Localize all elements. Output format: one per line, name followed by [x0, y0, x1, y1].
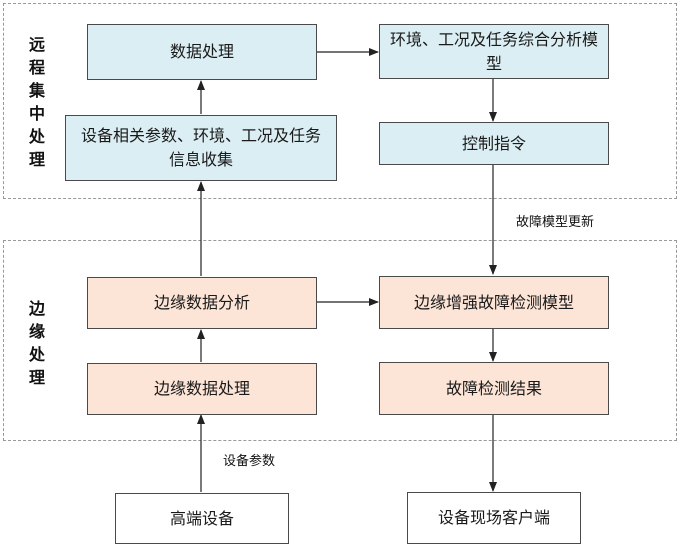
data-processing-box: 数据处理 — [87, 24, 317, 80]
high-end-device-box: 高端设备 — [115, 493, 289, 544]
edge-data-processing-box: 边缘数据处理 — [87, 363, 317, 415]
model-update-label: 故障模型更新 — [516, 215, 595, 230]
edge-processing-region — [3, 240, 677, 441]
control-command-box: 控制指令 — [379, 122, 609, 165]
remote-processing-region — [3, 3, 677, 199]
device-params-label: 设备参数 — [223, 454, 276, 469]
param-collection-box: 设备相关参数、环境、工况及任务信息收集 — [65, 115, 337, 181]
edge-fault-model-box: 边缘增强故障检测模型 — [379, 276, 609, 329]
onsite-client-box: 设备现场客户端 — [407, 492, 581, 544]
edge-region-label: 边缘处理 — [28, 299, 45, 387]
env-analysis-model-box: 环境、工况及任务综合分析模型 — [379, 24, 609, 79]
fault-result-box: 故障检测结果 — [379, 362, 609, 415]
edge-data-analysis-box: 边缘数据分析 — [87, 277, 317, 329]
remote-region-label: 远程集中处理 — [28, 35, 45, 169]
